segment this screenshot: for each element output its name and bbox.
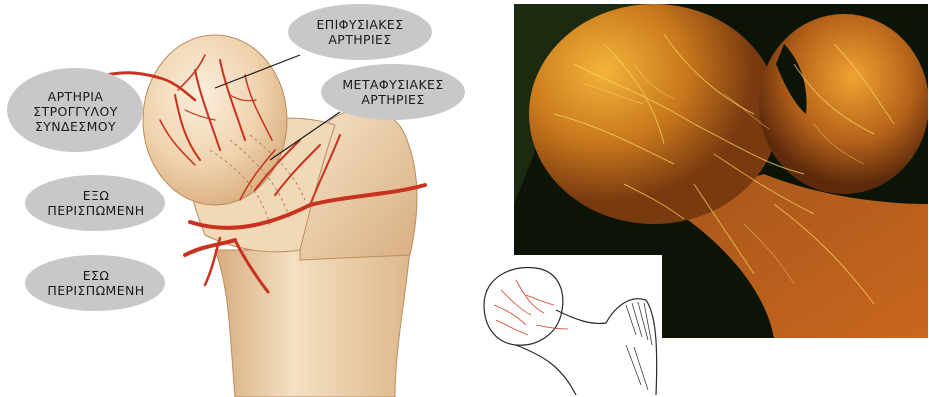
femur-shaft (215, 250, 410, 397)
label-ligamentum-teres-artery: ΑΡΤΗΡΙΑ ΣΤΡΟΓΓΥΛΟΥ ΣΥΝΔΕΣΜΟΥ (8, 84, 143, 138)
label-medial-circumflex: ΕΣΩ ΠΕΡΙΣΠΩΜΕΝΗ (26, 263, 166, 303)
label-epiphyseal-arteries: ΕΠΙΦΥΣΙΑΚΕΣ ΑΡΤΗΡΙΕΣ (290, 12, 430, 52)
femur-sketch-inset (466, 255, 662, 395)
label-lateral-circumflex: ΕΞΩ ΠΕΡΙΣΠΩΜΕΝΗ (26, 183, 166, 223)
label-metaphyseal-arteries: ΜΕΤΑΦΥΣΙΑΚΕΣ ΑΡΤΗΡΙΕΣ (323, 72, 463, 112)
